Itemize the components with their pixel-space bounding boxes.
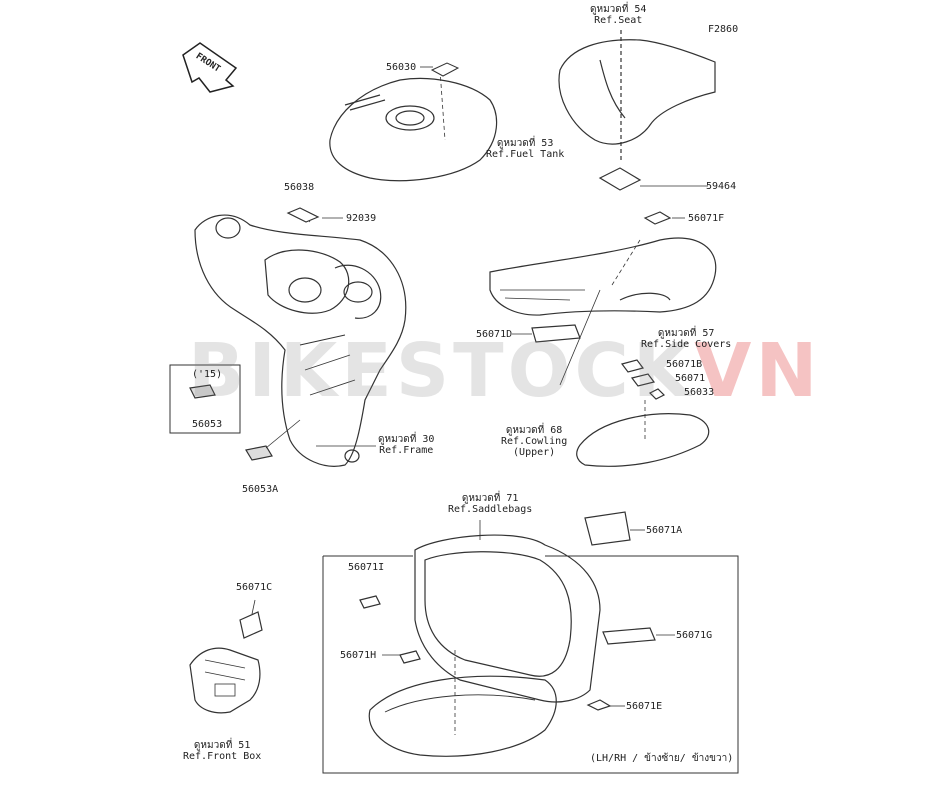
ref-side-covers-thai: ดูหมวดที่ 57 — [657, 328, 715, 339]
ref-seat-en: Ref.Seat — [594, 15, 643, 26]
frame-outline — [194, 214, 407, 467]
ref-front-box-thai: ดูหมวดที่ 51 — [193, 740, 251, 751]
label-56033-shape — [648, 388, 666, 400]
label-56071H-shape — [399, 650, 421, 664]
ref-saddlebags-thai: ดูหมวดที่ 71 — [461, 493, 519, 504]
part-56071C: 56071C — [236, 582, 273, 593]
part-56033: 56033 — [684, 387, 715, 398]
ref-front-box: ดูหมวดที่ 51 Ref.Front Box — [183, 740, 261, 762]
ref-saddlebags-en: Ref.Saddlebags — [448, 504, 533, 515]
part-56071: 56071 — [675, 373, 706, 384]
ref-seat-thai: ดูหมวดที่ 54 — [590, 4, 647, 15]
cowling-outline — [576, 400, 710, 467]
year-note: ('15) — [192, 369, 223, 380]
saddlebag-frame — [322, 555, 739, 774]
part-56071A: 56071A — [646, 525, 683, 536]
label-56030-shape — [430, 62, 460, 77]
ref-fuel-tank-thai: ดูหมวดที่ 53 — [496, 138, 554, 149]
figure-code: F2860 — [708, 24, 739, 35]
side-note: (LH/RH / ข้างซ้าย/ ข้างขวา) — [590, 753, 734, 764]
part-56071D: 56071D — [476, 329, 513, 340]
part-56053: 56053 — [192, 419, 223, 430]
label-56071I-shape — [359, 595, 381, 609]
ref-fuel-tank-en: Ref.Fuel Tank — [486, 149, 565, 160]
part-56071G: 56071G — [676, 630, 713, 641]
part-59464: 59464 — [706, 181, 737, 192]
saddlebag-outline — [368, 520, 601, 757]
part-56071F: 56071F — [688, 213, 725, 224]
label-56071G-shape — [602, 627, 656, 645]
year-note-box — [169, 364, 241, 434]
label-56053-shape — [189, 384, 216, 399]
label-56071F-shape — [643, 211, 672, 225]
part-56071B: 56071B — [666, 359, 703, 370]
label-56053A-shape — [245, 445, 273, 461]
ref-side-covers: ดูหมวดที่ 57 Ref.Side Covers — [641, 328, 731, 350]
label-56038-shape — [286, 207, 320, 223]
ref-side-covers-en: Ref.Side Covers — [641, 339, 732, 350]
part-56038: 56038 — [284, 182, 315, 193]
label-56071D-shape — [531, 324, 581, 343]
ref-front-box-en: Ref.Front Box — [183, 751, 262, 762]
part-56071I: 56071I — [348, 562, 385, 573]
part-56030: 56030 — [386, 62, 417, 73]
label-56071A-shape — [584, 511, 631, 546]
front-box-outline — [189, 647, 261, 714]
ref-seat: ดูหมวดที่ 54 Ref.Seat — [590, 4, 646, 26]
ref-cowling-thai: ดูหมวดที่ 68 — [505, 425, 563, 436]
ref-frame-thai: ดูหมวดที่ 30 — [378, 434, 435, 445]
front-arrow-icon — [182, 42, 238, 93]
watermark: BIKESTOCKVN — [188, 328, 822, 414]
seat-outline — [558, 30, 716, 160]
label-56071B-shape — [620, 359, 645, 373]
ref-saddlebags: ดูหมวดที่ 71 Ref.Saddlebags — [448, 493, 532, 515]
ref-cowling-en: Ref.Cowling — [501, 436, 568, 447]
part-56053A: 56053A — [242, 484, 279, 495]
part-56071E: 56071E — [626, 701, 663, 712]
ref-cowling-upper: ดูหมวดที่ 68 Ref.Cowling (Upper) — [501, 425, 567, 458]
side-cover-outline — [489, 237, 717, 386]
part-56071H: 56071H — [340, 650, 377, 661]
label-56071C-shape — [239, 611, 263, 639]
label-56071-shape — [630, 373, 656, 387]
label-56071E-shape — [586, 699, 612, 711]
ref-cowling-en2: (Upper) — [513, 447, 556, 458]
part-92039: 92039 — [346, 213, 377, 224]
ref-frame-en: Ref.Frame — [379, 445, 434, 456]
label-59464-shape — [598, 167, 642, 191]
ref-fuel-tank: ดูหมวดที่ 53 Ref.Fuel Tank — [486, 138, 564, 160]
ref-frame: ดูหมวดที่ 30 Ref.Frame — [378, 434, 434, 456]
fuel-tank-outline — [329, 69, 498, 182]
